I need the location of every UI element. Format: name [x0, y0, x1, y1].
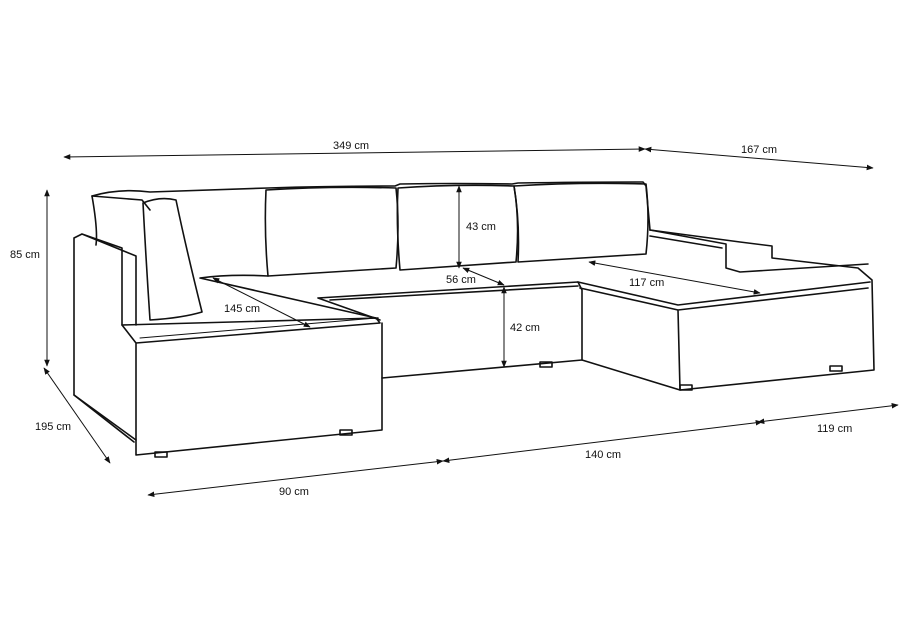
- back-frame: [91, 181, 651, 231]
- label-height: 85 cm: [10, 249, 40, 261]
- right-back-arm: [649, 229, 869, 273]
- dim-line-left-seat-length: [212, 277, 311, 328]
- label-depth: 195 cm: [35, 421, 71, 433]
- dim-line-chaise-length: [644, 146, 874, 171]
- label-chaise-length: 167 cm: [741, 144, 777, 156]
- dim-line-left-chaise-width: [147, 458, 444, 498]
- left-pillow: [142, 197, 203, 321]
- left-chaise-seat-edge: [139, 317, 377, 339]
- back-cushion-2: [396, 184, 519, 271]
- left-chaise-foot-2: [339, 429, 353, 436]
- dimension-labels: 349 cm 167 cm 85 cm 195 cm 90 cm 140 cm …: [10, 140, 852, 498]
- left-chaise-foot-1: [154, 451, 168, 458]
- right-chaise-foot-2: [829, 365, 843, 372]
- label-right-chaise-seat-length: 117 cm: [629, 277, 664, 289]
- label-left-chaise-width: 90 cm: [279, 486, 309, 498]
- dim-line-right-seat-length: [588, 260, 761, 295]
- label-backrest-height: 43 cm: [466, 221, 496, 233]
- dimension-lines: [43, 146, 899, 498]
- dim-line-total-width: [63, 146, 646, 160]
- left-armrest-front: [73, 394, 135, 443]
- label-seat-depth: 56 cm: [446, 274, 476, 286]
- left-back-cushion: [91, 195, 151, 246]
- label-seat-height: 42 cm: [510, 322, 540, 334]
- back-cushion-3: [513, 182, 649, 263]
- right-chaise-foot-1: [679, 384, 693, 391]
- dim-line-seat-depth: [462, 267, 505, 286]
- dim-line-depth: [43, 367, 111, 464]
- dim-line-middle-width: [442, 419, 763, 464]
- label-right-chaise-width: 119 cm: [817, 423, 852, 435]
- right-chaise: [577, 229, 875, 391]
- label-left-seat-length: 145 cm: [224, 303, 260, 315]
- back-cushion-1: [264, 186, 399, 277]
- middle-seat: [317, 281, 583, 379]
- label-middle-width: 140 cm: [585, 449, 621, 461]
- label-total-width: 349 cm: [333, 140, 369, 152]
- dim-line-right-chaise-width: [757, 402, 899, 425]
- middle-seat-foot: [539, 361, 553, 368]
- left-armrest: [73, 233, 137, 441]
